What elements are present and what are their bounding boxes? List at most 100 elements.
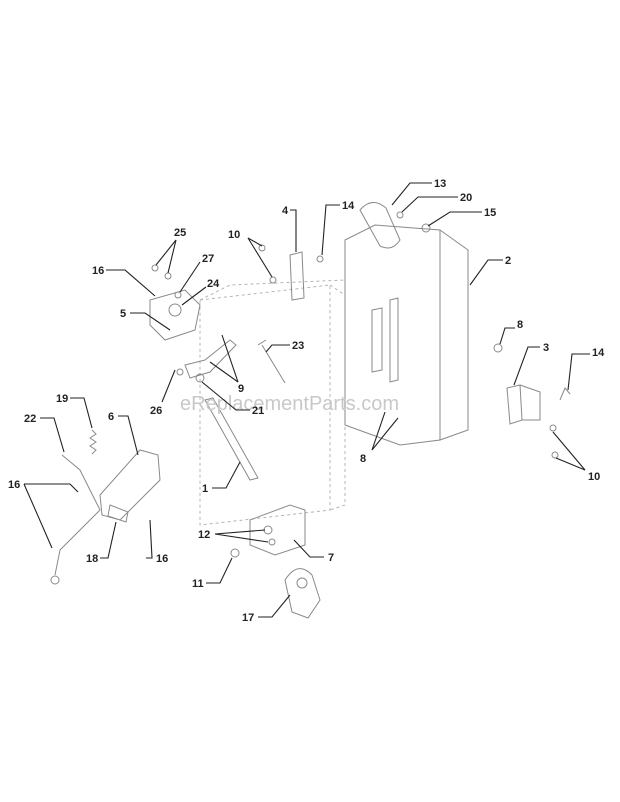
callout-16c: 16 (156, 553, 168, 565)
nut-10a-1 (258, 244, 266, 252)
part-drawings (50, 202, 571, 619)
plate-2-slot-a (371, 307, 383, 373)
callout-11: 11 (192, 578, 204, 590)
callout-20: 20 (460, 192, 472, 204)
spring-19 (89, 429, 97, 455)
callout-3: 3 (543, 342, 549, 354)
bushing-20 (396, 211, 404, 219)
callout-24: 24 (207, 278, 220, 290)
leader-9b (209, 361, 239, 383)
callout-8b: 8 (360, 453, 366, 465)
lever-22 (54, 454, 101, 576)
nut-10b-1 (549, 424, 557, 432)
linkage-5 (149, 289, 201, 341)
leader-3 (513, 346, 540, 386)
leader-16c (146, 519, 153, 559)
leader-19 (70, 397, 93, 429)
callout-27: 27 (202, 253, 214, 265)
leader-8b-1 (371, 411, 386, 451)
leader-18 (100, 521, 117, 559)
leader-20 (401, 196, 458, 213)
leader-4 (290, 209, 297, 252)
bolt-23 (257, 339, 286, 384)
leader-25a (155, 239, 177, 266)
leader-16a (106, 269, 156, 297)
callout-15: 15 (484, 207, 496, 219)
leader-26 (161, 369, 176, 403)
bolt-16c (50, 575, 60, 585)
callout-13: 13 (434, 178, 446, 190)
callout-18: 18 (86, 553, 98, 565)
callout-22: 22 (24, 413, 36, 425)
leader-17 (258, 594, 291, 618)
leader-2 (469, 259, 503, 286)
nut-10b-2 (551, 451, 559, 459)
watermark: eReplacementParts.com (180, 393, 399, 415)
nut-10a-2 (269, 276, 277, 284)
washer-12a (263, 525, 273, 535)
bolt-8a (493, 343, 503, 353)
leader-25b (167, 239, 177, 274)
leader-27 (179, 261, 201, 293)
leader-11 (206, 557, 233, 584)
leader-16b-2 (23, 483, 53, 549)
bushing-15 (421, 223, 431, 233)
callout-19: 19 (56, 393, 68, 405)
callout-6: 6 (108, 411, 114, 423)
callout-5: 5 (120, 308, 126, 320)
leader-16b-1 (24, 483, 79, 493)
callout-23: 23 (292, 340, 304, 352)
callout-8a: 8 (517, 319, 523, 331)
leader-24 (181, 286, 207, 306)
callout-26: 26 (150, 405, 162, 417)
bracket-7 (249, 504, 306, 556)
leader-8a (499, 327, 515, 345)
callout-16a: 16 (92, 265, 104, 277)
leader-6 (118, 415, 139, 456)
callout-10a: 10 (228, 229, 240, 241)
callout-25: 25 (174, 227, 186, 239)
plate-2-side (439, 229, 469, 441)
pedal-6 (99, 449, 161, 521)
pad-18 (107, 504, 129, 523)
leader-23 (265, 344, 290, 353)
bracket-3 (506, 384, 541, 425)
nut-26 (176, 368, 184, 376)
callout-10b: 10 (588, 471, 600, 483)
leader-8b-2 (371, 417, 399, 451)
leader-1 (212, 461, 241, 489)
callout-16b: 16 (8, 479, 20, 491)
mount-17-hole (296, 577, 308, 589)
leader-10a-1 (247, 237, 263, 247)
callout-9: 9 (238, 383, 244, 395)
callout-labels: 13 20 15 4 14 2 10 25 27 16 24 5 23 8 3 … (8, 178, 605, 624)
leader-12b (214, 533, 269, 543)
callout-12: 12 (198, 529, 210, 541)
leader-12a (214, 529, 266, 535)
nut-21 (195, 373, 205, 383)
leader-7 (293, 539, 324, 558)
callout-1: 1 (202, 483, 208, 495)
arm-9 (184, 339, 237, 379)
leader-14b (567, 353, 590, 391)
washer-25b (164, 272, 172, 280)
leader-21 (201, 381, 250, 411)
leader-10b-1 (552, 431, 586, 471)
leader-10b-2 (555, 457, 586, 471)
leader-14a (321, 204, 340, 256)
callout-14a: 14 (342, 200, 355, 212)
rod-1 (204, 397, 259, 481)
callout-4: 4 (282, 205, 289, 217)
callout-17: 17 (242, 612, 254, 624)
leader-13 (391, 182, 432, 206)
pivot-24 (168, 303, 182, 317)
leader-5 (130, 312, 171, 331)
nut-11 (230, 548, 240, 558)
washer-25a (151, 264, 159, 272)
leader-lines (23, 182, 590, 618)
callout-2: 2 (505, 255, 511, 267)
leader-15 (427, 211, 482, 227)
leader-22 (40, 417, 65, 453)
